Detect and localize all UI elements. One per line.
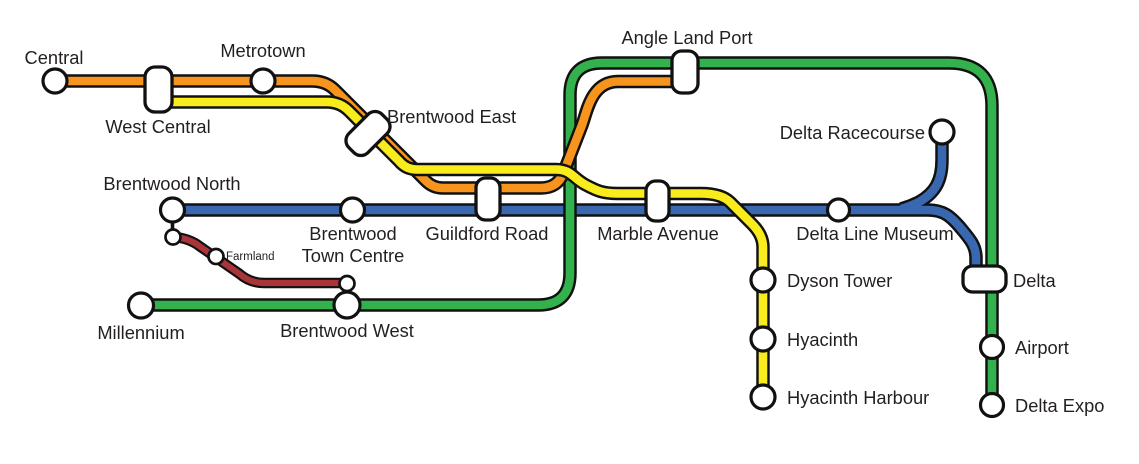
station-hyacinth-marker — [749, 325, 777, 353]
station-hyacinth-harbour-marker — [749, 383, 777, 411]
red-line-path-0 — [173, 233, 347, 287]
station-airport-marker — [978, 333, 1006, 361]
station-dyson-tower-marker — [749, 266, 777, 294]
station-brentwood-north-marker — [158, 196, 187, 224]
red-line-south-terminus-marker — [338, 274, 356, 293]
station-brentwood-west-marker — [332, 290, 362, 320]
station-delta-label: Delta — [1013, 270, 1057, 291]
station-delta-line-museum-marker — [825, 197, 852, 223]
station-central-label: Central — [25, 47, 84, 68]
station-west-central-interchange-marker — [143, 65, 174, 114]
station-delta-expo-marker — [978, 391, 1006, 419]
station-brentwood-town-centre-label-line2: Town Centre — [302, 245, 405, 266]
station-marble-avenue-interchange-marker — [644, 179, 671, 223]
station-brentwood-east-interchange-marker — [344, 109, 392, 158]
station-delta-racecourse-marker — [928, 118, 956, 146]
red-line-north-terminus-marker — [164, 228, 182, 246]
station-farmland-label: Farmland — [226, 251, 275, 263]
green-line-path-0 — [141, 58, 997, 405]
orange-line-path-0 — [55, 76, 694, 193]
station-guildford-road-interchange-marker — [474, 176, 502, 222]
station-hyacinth-harbour-label: Hyacinth Harbour — [787, 387, 929, 408]
station-brentwood-east-label: Brentwood East — [387, 106, 516, 127]
blue-line-path-1 — [172, 205, 981, 268]
station-farmland-marker — [207, 247, 225, 266]
station-airport-label: Airport — [1015, 337, 1069, 358]
station-millennium-label: Millennium — [97, 322, 184, 343]
station-hyacinth-label: Hyacinth — [787, 329, 858, 350]
station-guildford-road-label: Guildford Road — [426, 223, 549, 244]
station-metrotown-label: Metrotown — [220, 40, 305, 61]
station-brentwood-town-centre-label-line1: Brentwood — [309, 223, 396, 244]
station-brentwood-town-centre-marker — [338, 196, 367, 224]
station-brentwood-north-label: Brentwood North — [103, 173, 240, 194]
station-delta-line-museum-label: Delta Line Museum — [796, 223, 954, 244]
station-angle-land-port-label: Angle Land Port — [621, 27, 752, 48]
station-delta-expo-label: Delta Expo — [1015, 395, 1104, 416]
yellow-line-casing-0 — [150, 95, 770, 397]
station-central-marker — [41, 67, 69, 95]
station-brentwood-west-label: Brentwood West — [280, 320, 414, 341]
station-dyson-tower-label: Dyson Tower — [787, 270, 892, 291]
station-delta-racecourse-label: Delta Racecourse — [780, 122, 925, 143]
station-delta-interchange-marker — [961, 264, 1008, 294]
station-west-central-label: West Central — [105, 116, 210, 137]
station-metrotown-marker — [249, 67, 277, 95]
station-marble-avenue-label: Marble Avenue — [597, 223, 719, 244]
station-millennium-marker — [126, 291, 156, 320]
yellow-line-path-0 — [150, 97, 768, 397]
station-angle-land-port-interchange-marker — [670, 49, 700, 95]
